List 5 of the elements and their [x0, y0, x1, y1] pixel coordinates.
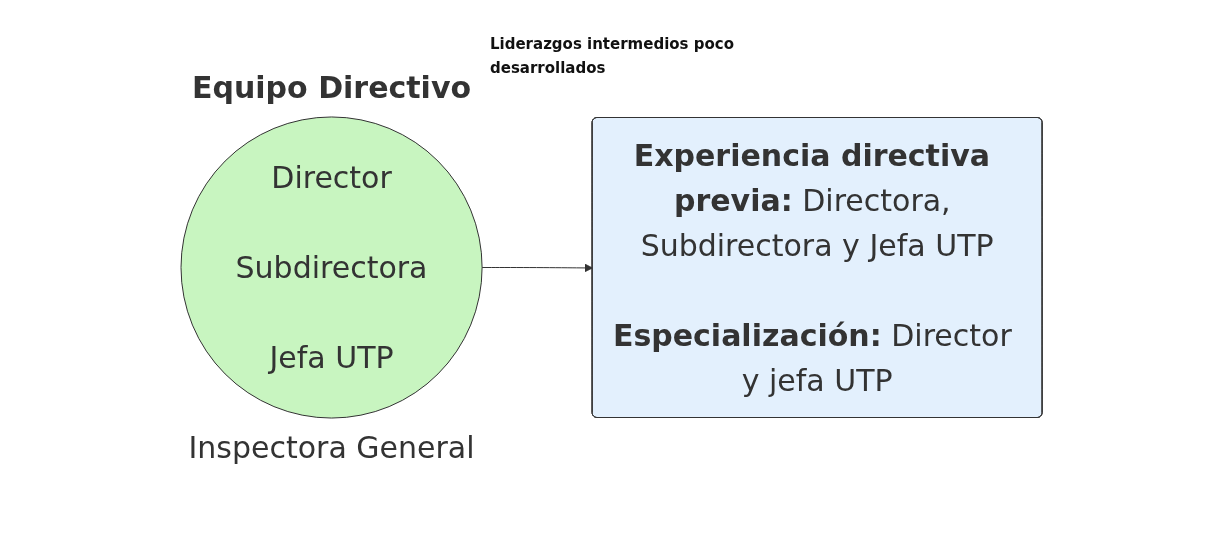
arrow	[481, 263, 593, 272]
node-circle: Director Subdirectora Jefa UTP	[180, 115, 483, 419]
node-label: Inspectora General	[188, 429, 475, 465]
note-text: Liderazgos intermedios poco desarrollados	[490, 34, 735, 79]
node-label: Equipo Directivo	[191, 69, 472, 105]
